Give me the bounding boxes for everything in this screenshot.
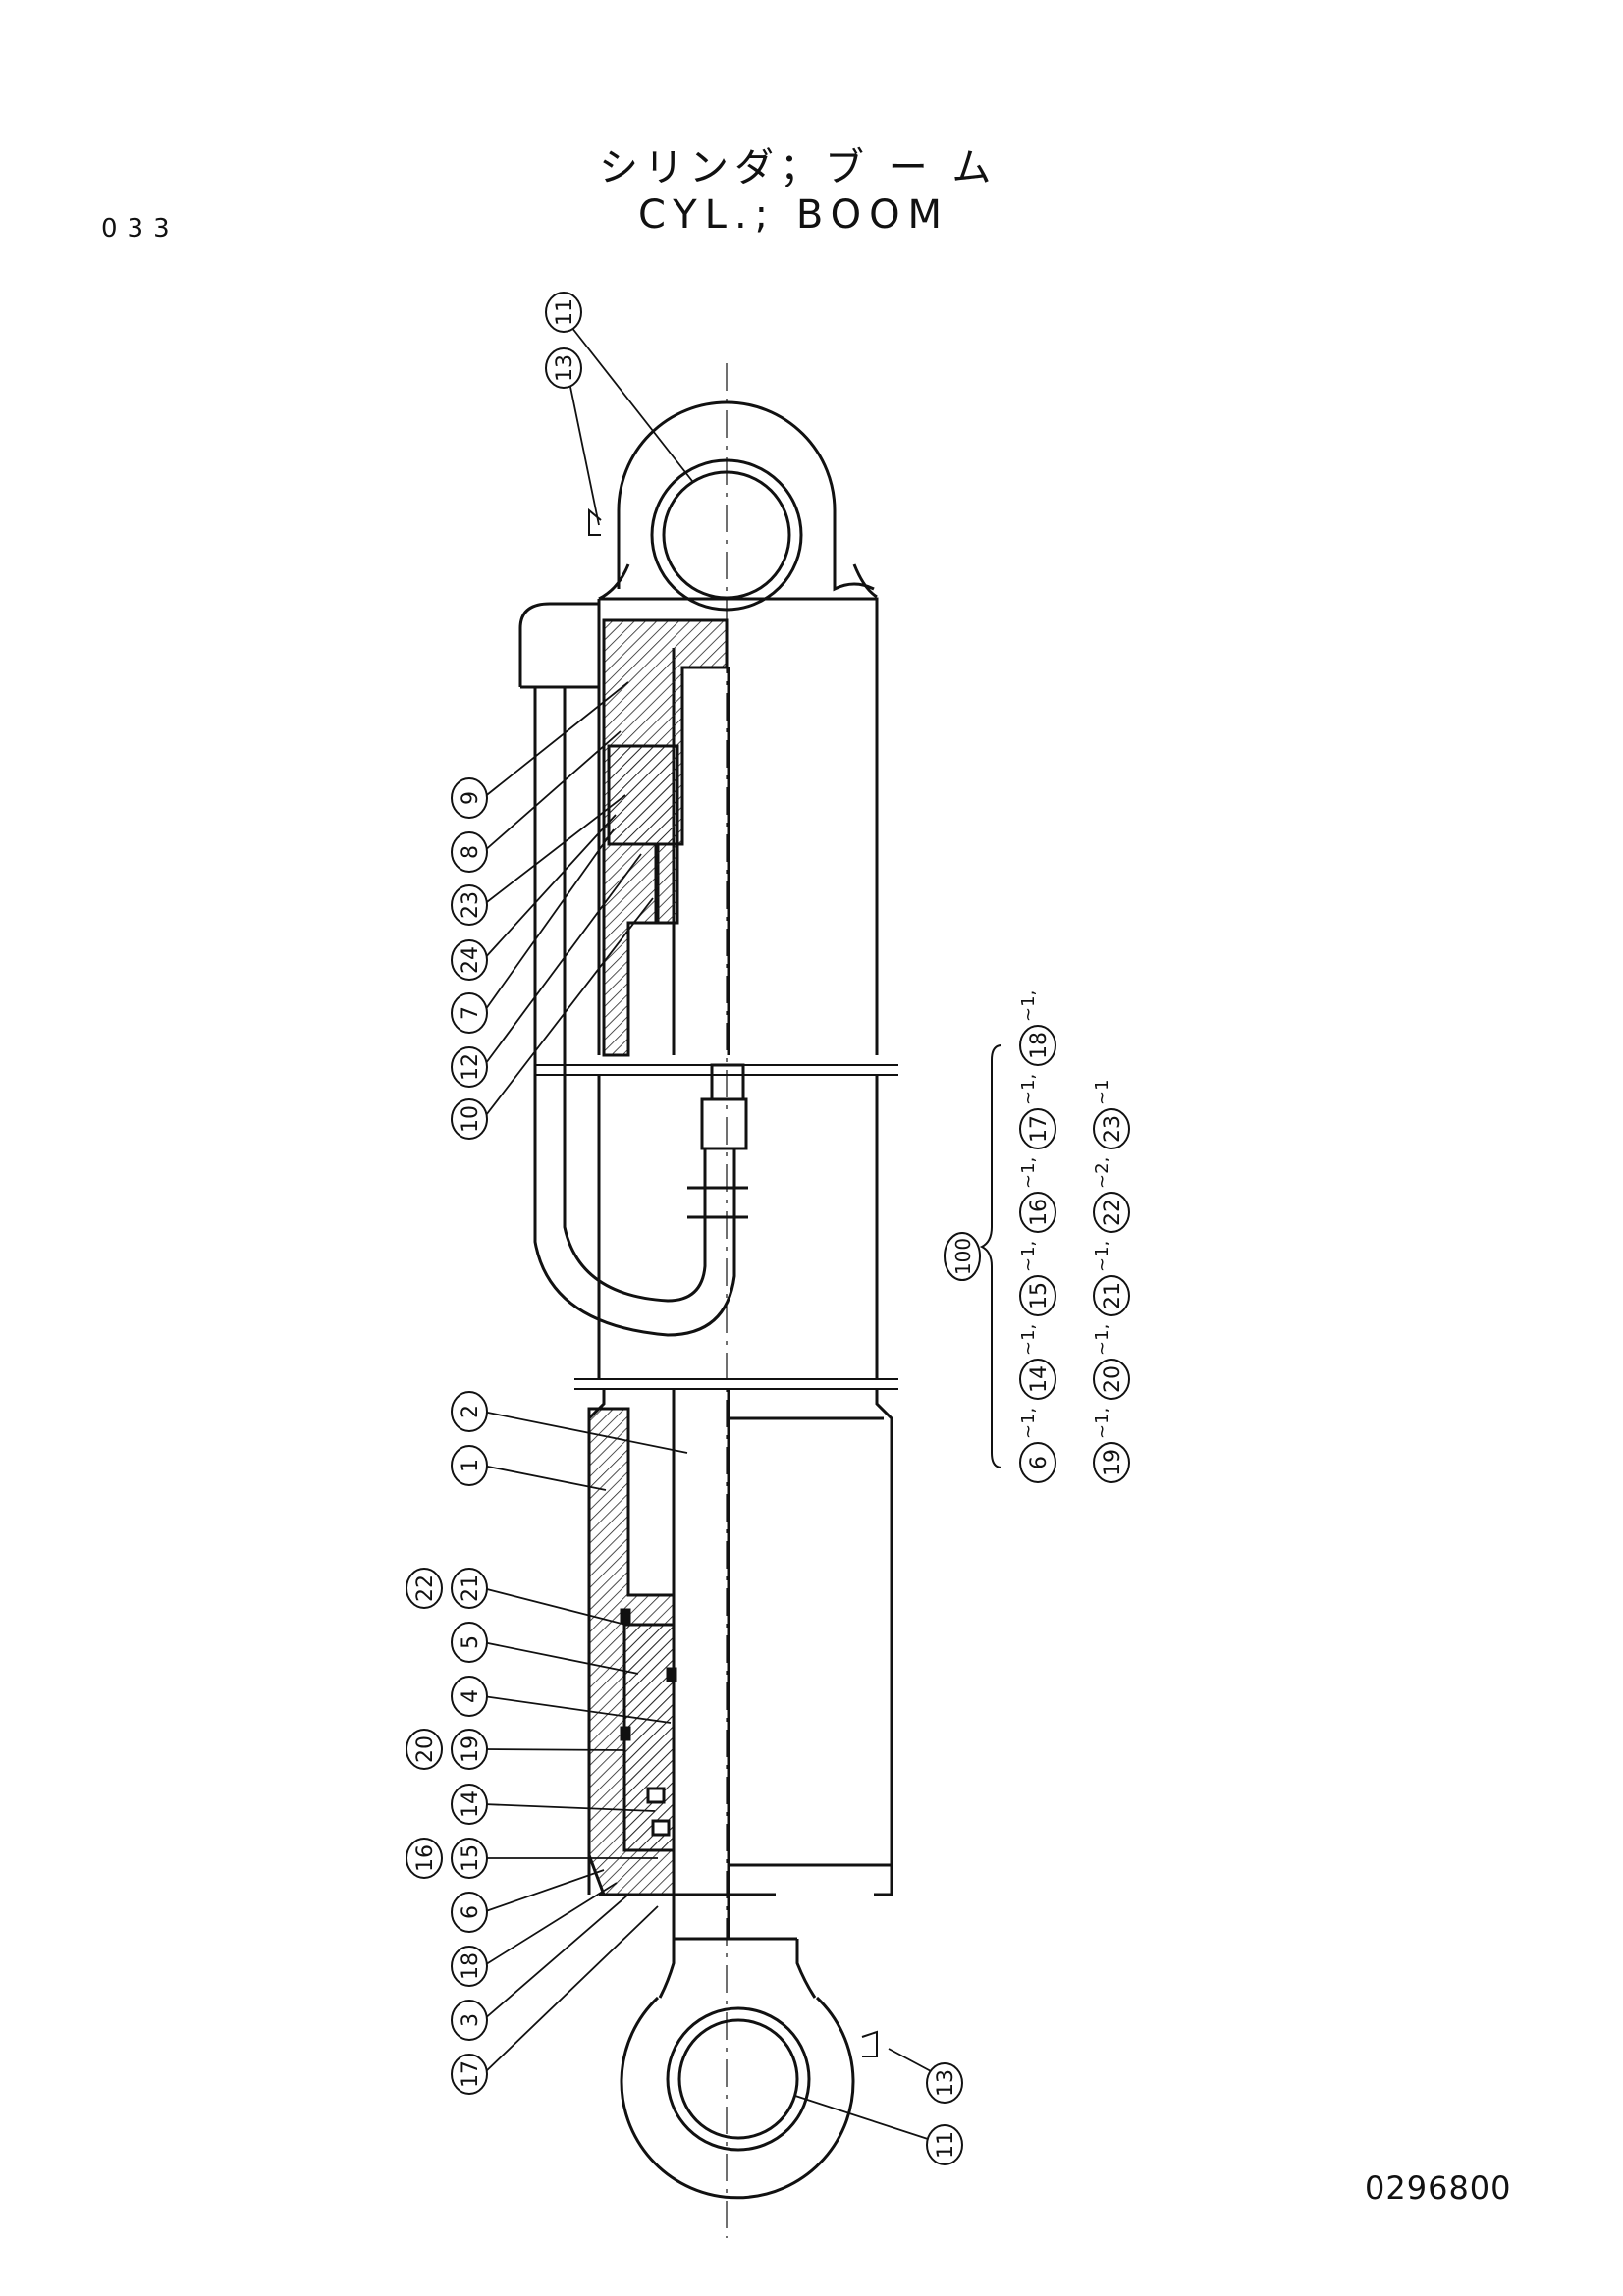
kit-part: 19 xyxy=(1101,1449,1125,1476)
callout-label: 14 xyxy=(459,1790,483,1818)
callout-label: 10 xyxy=(459,1105,483,1133)
kit-item: 14~1, xyxy=(1018,1324,1056,1400)
kit-item: 20~1, xyxy=(1092,1324,1130,1400)
kit-qty: ~1, xyxy=(1018,1157,1039,1189)
kit-qty: ~1, xyxy=(1018,1408,1039,1439)
cylinder-body xyxy=(518,363,898,2238)
callout-head-23: 23 xyxy=(451,884,488,926)
callout-label: 17 xyxy=(459,2060,483,2088)
kit-item: 17~1, xyxy=(1018,1074,1056,1149)
callout-label: 100 xyxy=(951,1238,975,1275)
callout-seal-22: 22 xyxy=(406,1568,443,1609)
kit-part: 16 xyxy=(1027,1199,1052,1226)
kit-item: 6 ~1, xyxy=(1018,1408,1056,1483)
title-japanese: シリンダ；ブ ー ム xyxy=(599,145,998,190)
kit-item: 19~1, xyxy=(1092,1408,1130,1483)
callout-top-eye-11: 11 xyxy=(545,292,582,333)
kit-part: 20 xyxy=(1101,1365,1125,1393)
callout-seal-21: 21 xyxy=(451,1568,488,1609)
callout-seal-4: 4 xyxy=(451,1676,488,1717)
callout-label: 4 xyxy=(459,1689,483,1703)
callout-rod-2: 2 xyxy=(451,1391,488,1432)
callout-head-24: 24 xyxy=(451,939,488,981)
callout-label: 21 xyxy=(459,1575,483,1602)
callout-label: 7 xyxy=(459,1006,483,1020)
kit-qty: ~1, xyxy=(1018,1241,1039,1272)
kit-qty: ~1, xyxy=(1018,990,1039,1022)
callout-bottom-eye-11: 11 xyxy=(926,2124,963,2165)
kit-row-2: 19~1, 20~1, 21~1, 22~2, 23~1 xyxy=(1092,1079,1130,1483)
kit-part: 22 xyxy=(1101,1199,1125,1226)
callout-label: 15 xyxy=(459,1844,483,1872)
kit-qty: ~1, xyxy=(1018,1324,1039,1356)
callout-label: 2 xyxy=(459,1405,483,1418)
callout-label: 18 xyxy=(459,1952,483,1980)
kit-row-1: 6~1, 14~1, 15~1, 16~1, 17~1, 18~1, xyxy=(1018,990,1056,1483)
callout-bottom-eye-13: 13 xyxy=(926,2062,963,2104)
callout-seal-3: 3 xyxy=(451,2000,488,2041)
kit-qty: ~1, xyxy=(1018,1074,1039,1105)
callout-label: 16 xyxy=(413,1844,438,1872)
kit-part: 23 xyxy=(1101,1115,1125,1143)
kit-part: 15 xyxy=(1027,1282,1052,1309)
kit-qty: ~1, xyxy=(1092,1408,1112,1439)
callout-label: 12 xyxy=(459,1053,483,1081)
kit-qty: ~2, xyxy=(1092,1157,1112,1189)
kit-item: 21~1, xyxy=(1092,1241,1130,1316)
callout-seal-5: 5 xyxy=(451,1622,488,1663)
kit-item: 22~2, xyxy=(1092,1157,1130,1233)
kit-bracket xyxy=(979,1044,1002,1468)
callout-label: 3 xyxy=(459,2013,483,2027)
kit-part: 17 xyxy=(1027,1115,1052,1143)
callout-label: 22 xyxy=(413,1575,438,1602)
callout-seal-17: 17 xyxy=(451,2054,488,2095)
callout-label: 11 xyxy=(934,2131,958,2159)
callout-head-12: 12 xyxy=(451,1046,488,1088)
callout-label: 11 xyxy=(553,298,577,326)
callout-head-10: 10 xyxy=(451,1098,488,1140)
kit-item: 15~1, xyxy=(1018,1241,1056,1316)
callout-seal-14: 14 xyxy=(451,1784,488,1825)
drawing-number: 0296800 xyxy=(1365,2169,1512,2207)
callout-label: 5 xyxy=(459,1635,483,1649)
kit-part: 6 xyxy=(1027,1456,1052,1469)
callout-label: 6 xyxy=(459,1905,483,1919)
callout-seal-6: 6 xyxy=(451,1892,488,1933)
title-english: CYL.; BOOM xyxy=(638,192,950,238)
kit-item: 18~1, xyxy=(1018,990,1056,1066)
kit-number-100: 100 xyxy=(944,1232,981,1281)
callout-label: 23 xyxy=(459,891,483,919)
kit-part: 18 xyxy=(1027,1032,1052,1059)
kit-item: 16~1, xyxy=(1018,1157,1056,1233)
callout-label: 1 xyxy=(459,1459,483,1472)
callout-seal-15: 15 xyxy=(451,1838,488,1879)
callout-label: 9 xyxy=(459,791,483,805)
callout-head-9: 9 xyxy=(451,777,488,819)
kit-part: 21 xyxy=(1101,1282,1125,1309)
callout-top-eye-13: 13 xyxy=(545,347,582,389)
kit-part: 14 xyxy=(1027,1365,1052,1393)
callout-head-7: 7 xyxy=(451,992,488,1034)
callout-label: 8 xyxy=(459,845,483,859)
kit-item: 23~1 xyxy=(1092,1079,1130,1149)
callout-seal-19: 19 xyxy=(451,1729,488,1770)
kit-qty: ~1 xyxy=(1092,1079,1112,1105)
callout-label: 13 xyxy=(934,2069,958,2097)
callout-seal-20: 20 xyxy=(406,1729,443,1770)
callout-label: 20 xyxy=(413,1735,438,1763)
callout-seal-16: 16 xyxy=(406,1838,443,1879)
callout-label: 13 xyxy=(553,354,577,382)
callout-label: 24 xyxy=(459,946,483,974)
callout-label: 19 xyxy=(459,1735,483,1763)
callout-rod-1: 1 xyxy=(451,1445,488,1486)
kit-qty: ~1, xyxy=(1092,1241,1112,1272)
callout-seal-18: 18 xyxy=(451,1946,488,1987)
kit-qty: ~1, xyxy=(1092,1324,1112,1356)
callout-head-8: 8 xyxy=(451,831,488,873)
page-number: 033 xyxy=(101,214,180,243)
